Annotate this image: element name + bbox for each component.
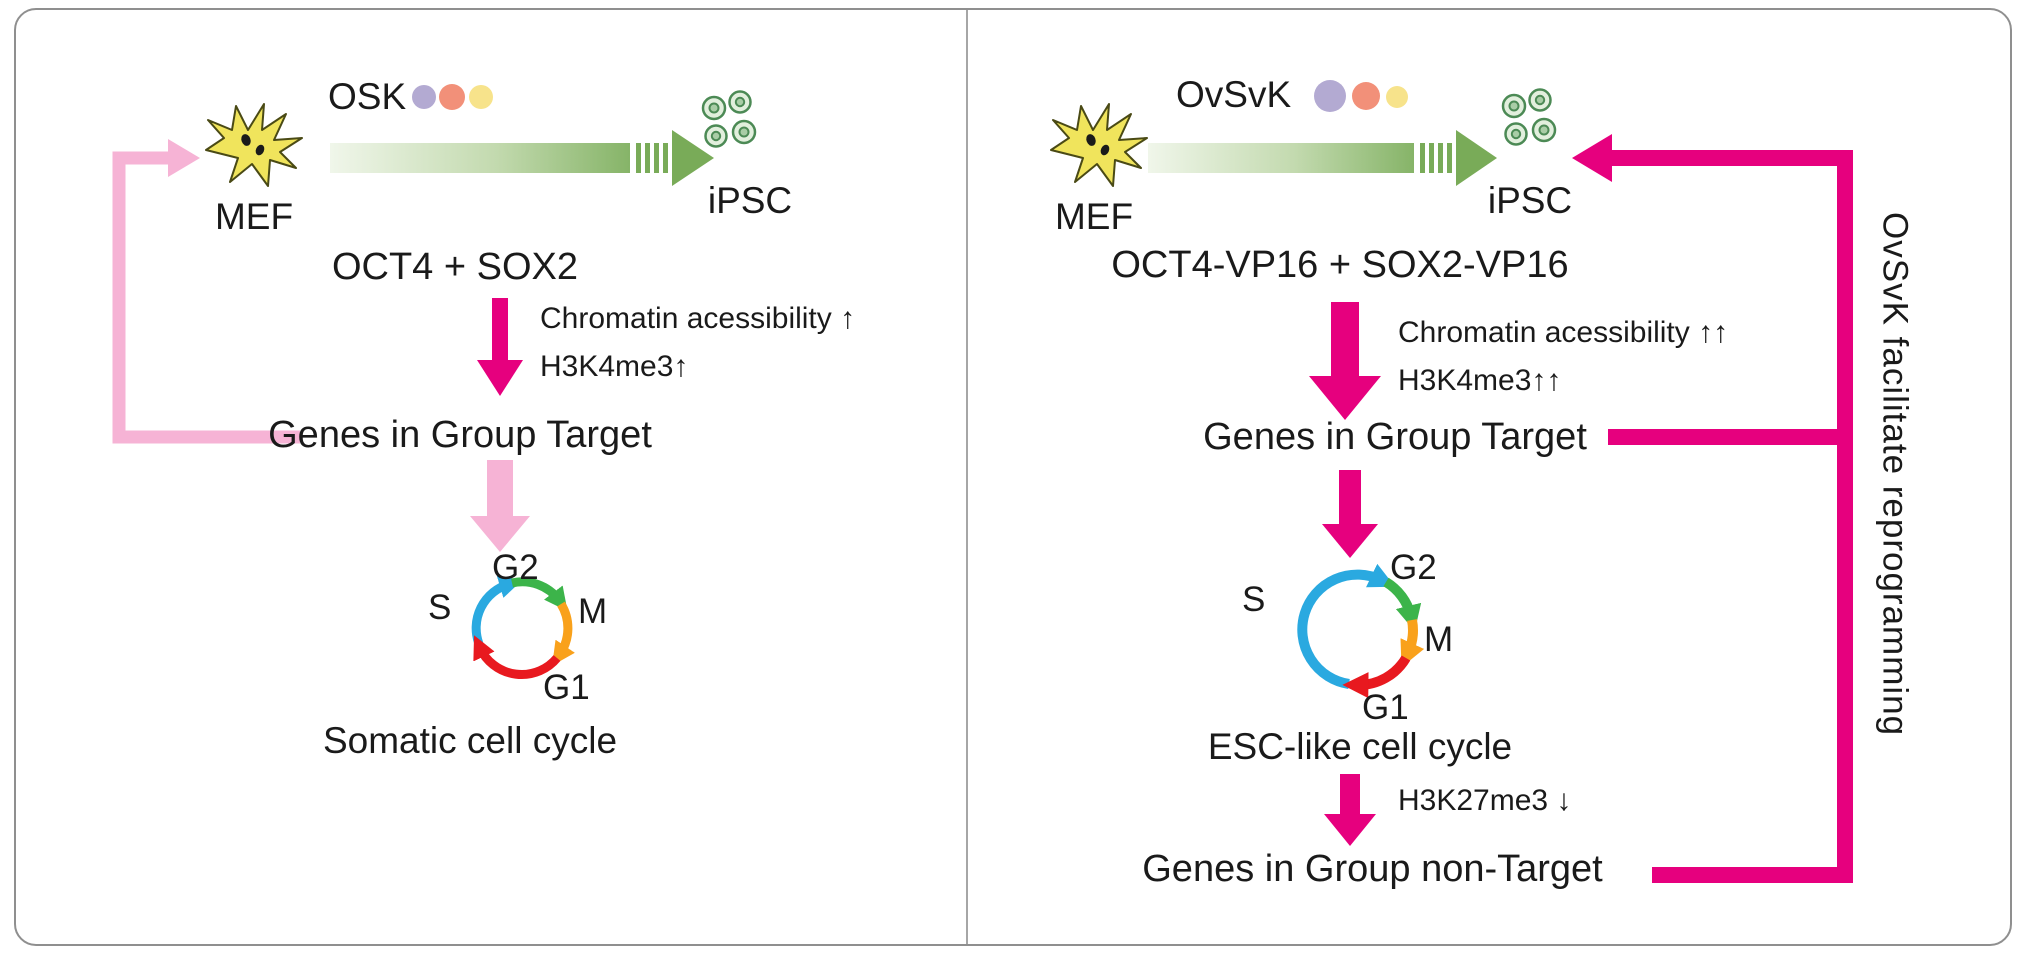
mef-label-right: MEF (1054, 196, 1134, 237)
ipsc-label-right: iPSC (1487, 180, 1573, 221)
chromatin-note-right: Chromatin acessibility ↑↑ (1398, 316, 1729, 349)
cycle-s-label-right: S (1242, 580, 1266, 619)
chromatin-note-left: Chromatin acessibility ↑ (540, 302, 856, 335)
reprogramming-gradient-arrow-left (330, 130, 714, 186)
factor-equation-right: OCT4-VP16 + SOX2-VP16 (1111, 244, 1569, 286)
nontarget-genes-label-right: Genes in Group non-Target (1142, 848, 1603, 890)
effect-down-arrow-right-2 (1322, 470, 1378, 558)
side-note-vertical: OvSvK facilitate reprogramming (1875, 212, 1915, 737)
feedback-loop-arrow-left (112, 139, 300, 444)
cycle-g2-label-left: G2 (492, 548, 539, 587)
target-genes-label-left: Genes in Group Target (268, 414, 652, 456)
panel-divider (966, 10, 968, 944)
mef-fibroblast-icon-left (205, 103, 303, 187)
target-genes-label-right: Genes in Group Target (1203, 416, 1587, 458)
panel-frame (14, 8, 2012, 946)
ipsc-colony-icon-right (1501, 88, 1557, 146)
cycle-m-label-left: M (578, 592, 608, 631)
effect-down-arrow-right-1 (1309, 302, 1381, 420)
ovsvk-feedback-connector (1572, 134, 1853, 883)
cycle-s-label-left: S (428, 588, 452, 627)
ipsc-colony-icon-left (701, 90, 757, 148)
ovsvk-factor-dots (1314, 80, 1408, 112)
factor-equation-left: OCT4 + SOX2 (331, 246, 579, 288)
mef-fibroblast-icon-right (1050, 103, 1148, 187)
effect-down-arrow-right-3 (1324, 774, 1376, 846)
cycle-caption-left: Somatic cell cycle (322, 720, 618, 761)
effect-down-arrow-left (477, 298, 523, 396)
somatic-cell-cycle-ring-icon (471, 575, 575, 679)
ipsc-label-left: iPSC (707, 180, 793, 221)
h3k4-note-right: H3K4me3↑↑ (1398, 364, 1562, 397)
h3k4-note-left: H3K4me3↑ (540, 350, 689, 383)
mef-label-left: MEF (214, 196, 294, 237)
cycle-g1-label-left: G1 (543, 668, 590, 707)
factors-label-left: OSK (328, 76, 407, 117)
pink-down-arrow-left (470, 460, 530, 552)
factors-label-right: OvSvK (1176, 74, 1292, 115)
esc-like-cell-cycle-ring-icon (1297, 563, 1425, 699)
osk-factor-dots (412, 84, 493, 110)
cycle-m-label-right: M (1424, 620, 1454, 659)
cycle-g1-label-right: G1 (1362, 688, 1409, 727)
h3k27-note-right: H3K27me3 ↓ (1398, 784, 1572, 817)
reprogramming-gradient-arrow-right (1148, 130, 1497, 186)
cycle-g2-label-right: G2 (1390, 548, 1437, 587)
cycle-caption-right: ESC-like cell cycle (1207, 726, 1513, 767)
